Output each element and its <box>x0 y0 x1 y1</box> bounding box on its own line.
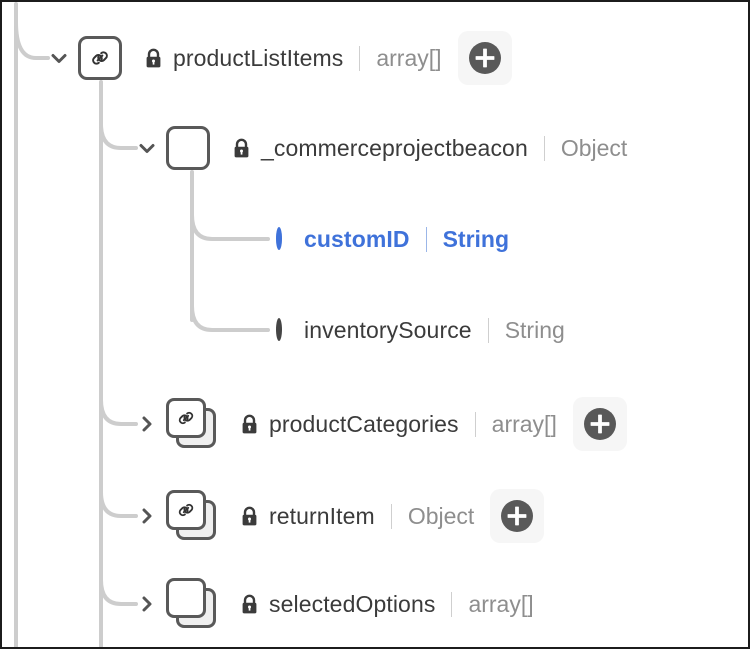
field-type: array[] <box>491 410 557 437</box>
stack-icon[interactable] <box>166 578 218 630</box>
lock-icon <box>242 594 257 613</box>
tree-row-inventorySource[interactable]: inventorySource String <box>246 301 565 359</box>
field-type: Object <box>560 134 628 161</box>
tree-row-_commerceprojectbeacon[interactable]: _commerceprojectbeacon Object <box>136 119 627 177</box>
lock-icon <box>146 48 161 67</box>
field-type: Object <box>407 502 475 529</box>
chevron-down-icon[interactable] <box>136 137 158 159</box>
tree-row-selectedOptions[interactable]: selectedOptions array[] <box>136 575 534 633</box>
link-icon <box>178 411 194 425</box>
lock-icon <box>234 138 249 157</box>
field-name: customID <box>304 225 410 252</box>
add-button[interactable] <box>572 397 627 451</box>
divider <box>359 45 361 71</box>
field-name: selectedOptions <box>269 590 436 617</box>
chevron-placeholder <box>246 228 268 250</box>
row-label-block: _commerceprojectbeacon Object <box>232 135 627 162</box>
add-button[interactable] <box>457 31 512 85</box>
field-name: _commerceprojectbeacon <box>261 134 528 161</box>
field-type: String <box>504 316 565 343</box>
circle-icon[interactable] <box>276 318 282 341</box>
plus-circle-icon <box>583 408 616 440</box>
divider <box>543 135 545 161</box>
chevron-right-icon[interactable] <box>136 505 158 527</box>
chevron-right-icon[interactable] <box>136 413 158 435</box>
row-label-block: selectedOptions array[] <box>240 591 534 618</box>
field-type: array[] <box>468 590 534 617</box>
tree-row-returnItem[interactable]: returnItem Object <box>136 487 545 545</box>
tree-row-productListItems[interactable]: productListItems array[] <box>48 29 512 87</box>
circle-filled-icon[interactable] <box>276 227 282 250</box>
link-stack-icon[interactable] <box>166 398 218 450</box>
divider <box>451 591 453 617</box>
field-name: inventorySource <box>304 316 472 343</box>
row-label-block: inventorySource String <box>304 317 565 344</box>
divider <box>425 226 427 252</box>
field-name: returnItem <box>269 502 375 529</box>
row-label-block: productCategories array[] <box>240 411 557 438</box>
tree-row-productCategories[interactable]: productCategories array[] <box>136 395 627 453</box>
field-type: array[] <box>376 44 442 71</box>
tree-row-customID[interactable]: customID String <box>246 210 509 268</box>
divider <box>390 503 392 529</box>
row-label-block: productListItems array[] <box>144 45 442 72</box>
lock-icon <box>242 414 257 433</box>
row-label-block: returnItem Object <box>240 503 474 530</box>
link-stack-icon[interactable] <box>166 490 218 542</box>
chevron-placeholder <box>246 319 268 341</box>
link-square-icon[interactable] <box>78 36 122 80</box>
field-name: productCategories <box>269 410 459 437</box>
add-button[interactable] <box>490 489 545 543</box>
field-name: productListItems <box>173 44 344 71</box>
square-icon[interactable] <box>166 126 210 170</box>
field-type: String <box>442 225 510 252</box>
chevron-right-icon[interactable] <box>136 593 158 615</box>
lock-icon <box>242 506 257 525</box>
divider <box>487 317 489 343</box>
plus-circle-icon <box>501 500 534 532</box>
divider <box>474 411 476 437</box>
link-icon <box>178 503 194 517</box>
link-icon <box>92 51 108 65</box>
row-label-block: customID String <box>304 226 509 253</box>
plus-circle-icon <box>468 42 501 74</box>
chevron-down-icon[interactable] <box>48 47 70 69</box>
